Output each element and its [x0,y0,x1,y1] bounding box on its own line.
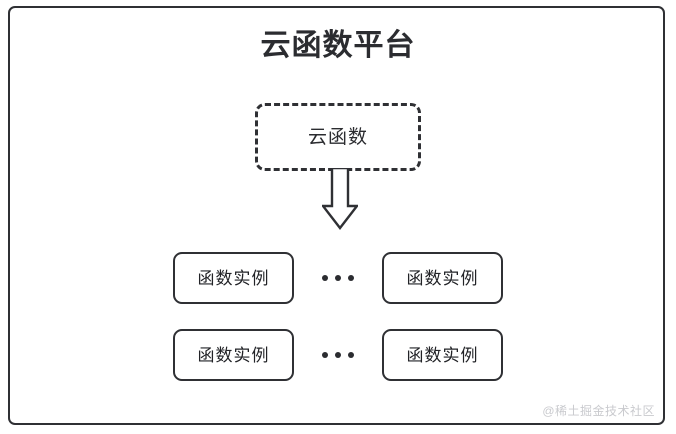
function-instance-box[interactable]: 函数实例 [173,252,294,304]
ellipsis-dot [348,352,354,358]
page-title: 云函数平台 [260,29,416,62]
function-instance-row: 函数实例 函数实例 [0,252,676,304]
function-instance-label: 函数实例 [197,345,270,365]
ellipsis-dot [348,275,354,281]
ellipsis-dot [335,275,341,281]
function-instance-label: 函数实例 [406,345,479,365]
ellipsis-dot [335,352,341,358]
cloud-function-node: 云函数 [255,103,421,171]
function-instance-row: 函数实例 函数实例 [0,329,676,381]
function-instance-label: 函数实例 [406,268,479,288]
function-instance-box[interactable]: 函数实例 [382,329,503,381]
ellipsis-icon [294,252,382,304]
watermark: @稀土掘金技术社区 [542,404,655,418]
ellipsis-dot [322,275,328,281]
cloud-function-node-label: 云函数 [307,126,368,148]
function-instance-label: 函数实例 [197,268,270,288]
down-block-arrow-icon [320,166,360,230]
function-instance-box[interactable]: 函数实例 [382,252,503,304]
function-instance-box[interactable]: 函数实例 [173,329,294,381]
ellipsis-dot [322,352,328,358]
ellipsis-icon [294,329,382,381]
